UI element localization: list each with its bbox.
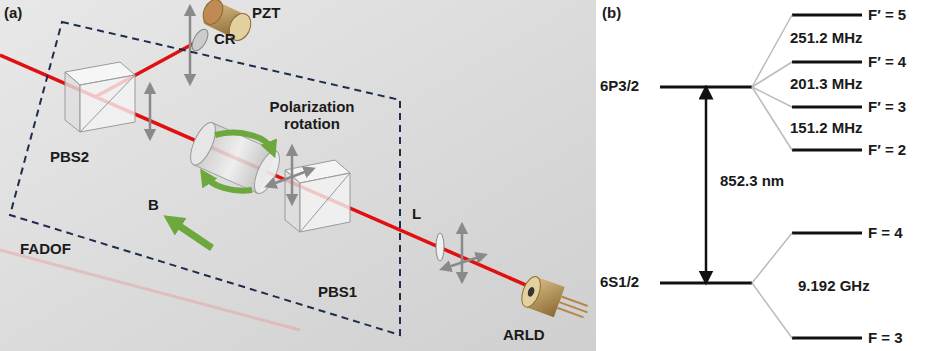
panel-letter: (b) — [602, 4, 621, 21]
state-name: 6P3/2 — [600, 77, 639, 94]
part-name: ARLD — [503, 326, 545, 343]
state-name: 6S1/2 — [600, 273, 639, 290]
field-symbol: B — [148, 196, 159, 213]
level-name: F′ = 5 — [868, 6, 906, 23]
wavelength: 852.3 nm — [720, 172, 784, 189]
part-name: PBS2 — [50, 148, 89, 165]
region-label: FADOF — [20, 240, 71, 257]
level-name: F = 4 — [868, 224, 903, 241]
level-name: F′ = 4 — [868, 53, 906, 70]
splitting-value: 201.3 MHz — [790, 75, 863, 92]
splitting-value: 9.192 GHz — [798, 277, 870, 294]
part-name: Polarization rotation — [262, 98, 362, 133]
part-name: L — [412, 205, 421, 222]
part-name: CR — [214, 30, 236, 47]
dashed-outline — [10, 22, 400, 335]
level-name: F = 3 — [868, 329, 903, 346]
splitting-value: 251.2 MHz — [790, 29, 863, 46]
part-name: PZT — [252, 4, 280, 21]
level-name: F′ = 3 — [868, 98, 906, 115]
panel-letter: (a) — [4, 4, 22, 21]
level-name: F′ = 2 — [868, 141, 906, 158]
part-name: PBS1 — [318, 283, 357, 300]
splitting-value: 151.2 MHz — [790, 119, 863, 136]
